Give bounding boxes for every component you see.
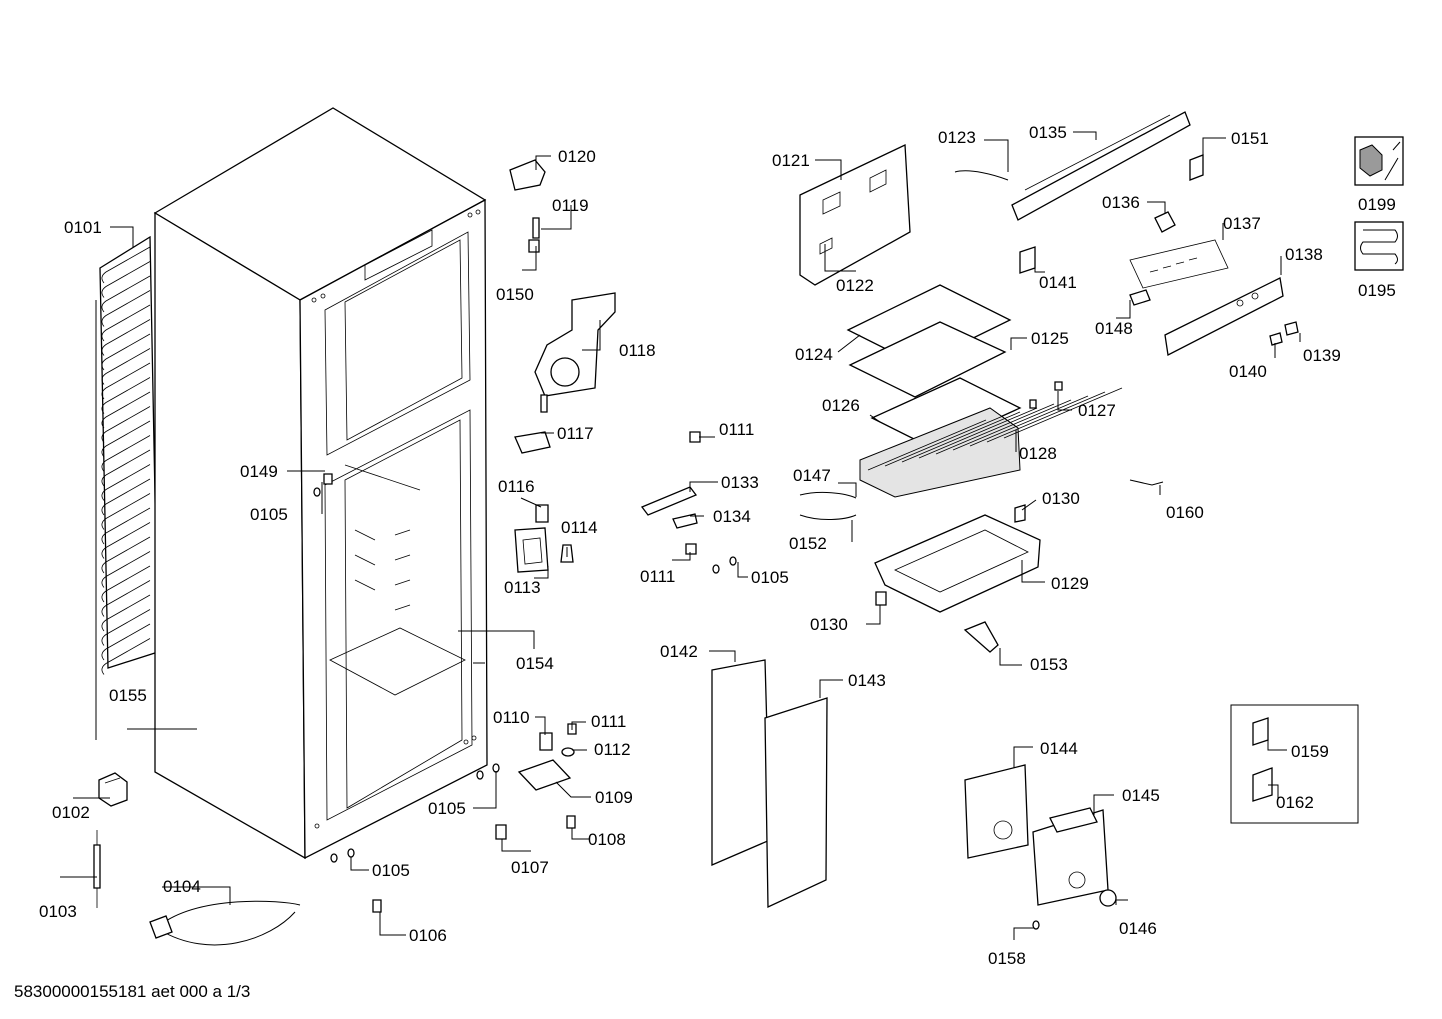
label-0130-top: 0130 [1042, 489, 1080, 508]
condenser-0101 [95, 235, 159, 740]
label-0101: 0101 [64, 218, 102, 237]
label-0150: 0150 [496, 285, 534, 304]
label-0133: 0133 [721, 473, 759, 492]
drawing-footer: 58300000155181 aet 000 a 1/3 [14, 982, 250, 1001]
label-0107: 0107 [511, 858, 549, 877]
label-0134: 0134 [713, 507, 751, 526]
label-0113: 0113 [504, 578, 541, 597]
label-0146: 0146 [1119, 919, 1157, 938]
label-0138: 0138 [1285, 245, 1323, 264]
label-0151: 0151 [1231, 129, 1269, 148]
label-0140: 0140 [1229, 362, 1267, 381]
label-0125: 0125 [1031, 329, 1069, 348]
label-0148: 0148 [1095, 319, 1133, 338]
label-0122: 0122 [836, 276, 874, 295]
label-0111-hinge: 0111 [591, 712, 626, 731]
label-0105-floor: 0105 [372, 861, 410, 880]
label-0108: 0108 [588, 830, 626, 849]
label-0111-bracket: 0111 [640, 567, 675, 586]
label-0137: 0137 [1223, 214, 1261, 233]
label-0141: 0141 [1039, 273, 1077, 292]
label-0119: 0119 [552, 196, 589, 215]
label-0123: 0123 [938, 128, 976, 147]
label-0154: 0154 [516, 654, 554, 673]
label-0118: 0118 [619, 341, 656, 360]
part-shapes-right [711, 111, 1299, 930]
label-0129: 0129 [1051, 574, 1089, 593]
label-0105-bracket: 0105 [751, 568, 789, 587]
label-0127: 0127 [1078, 401, 1116, 420]
label-0126: 0126 [822, 396, 860, 415]
label-0153: 0153 [1030, 655, 1068, 674]
label-0105-cabinet: 0105 [250, 505, 288, 524]
part-labels: 0101 0102 0103 0104 0105 0105 0105 0105 … [39, 123, 1396, 968]
label-0124: 0124 [795, 345, 833, 364]
label-0120: 0120 [558, 147, 596, 166]
label-0142: 0142 [660, 642, 698, 661]
label-0160: 0160 [1166, 503, 1204, 522]
label-0105-hinge: 0105 [428, 799, 466, 818]
label-0139: 0139 [1303, 346, 1341, 365]
label-0158: 0158 [988, 949, 1026, 968]
label-0114: 0114 [561, 518, 598, 537]
label-0111-top: 0111 [719, 420, 754, 439]
label-0149: 0149 [240, 462, 278, 481]
label-0145: 0145 [1122, 786, 1160, 805]
fridge-cabinet [153, 107, 488, 860]
label-0102: 0102 [52, 803, 90, 822]
label-0104: 0104 [163, 877, 201, 896]
label-0195: 0195 [1358, 281, 1396, 300]
label-0152: 0152 [789, 534, 827, 553]
label-0159: 0159 [1291, 742, 1329, 761]
label-0130-bottom: 0130 [810, 615, 848, 634]
service-icons [1230, 136, 1404, 824]
label-0135: 0135 [1029, 123, 1067, 142]
label-0162: 0162 [1276, 793, 1314, 812]
optional-parts-box [1230, 704, 1359, 824]
label-0128: 0128 [1019, 444, 1057, 463]
label-0147: 0147 [793, 466, 831, 485]
label-0109: 0109 [595, 788, 633, 807]
label-0103: 0103 [39, 902, 77, 921]
label-0155: 0155 [109, 686, 147, 705]
label-0116: 0116 [498, 477, 535, 496]
label-0112: 0112 [594, 740, 631, 759]
label-0144: 0144 [1040, 739, 1078, 758]
label-0136: 0136 [1102, 193, 1140, 212]
leader-lines [60, 131, 1301, 940]
label-0143: 0143 [848, 671, 886, 690]
label-0110: 0110 [493, 708, 530, 727]
part-shapes-left [93, 159, 737, 946]
label-0121: 0121 [772, 151, 810, 170]
label-0117: 0117 [557, 424, 594, 443]
label-0106: 0106 [409, 926, 447, 945]
label-0199: 0199 [1358, 195, 1396, 214]
